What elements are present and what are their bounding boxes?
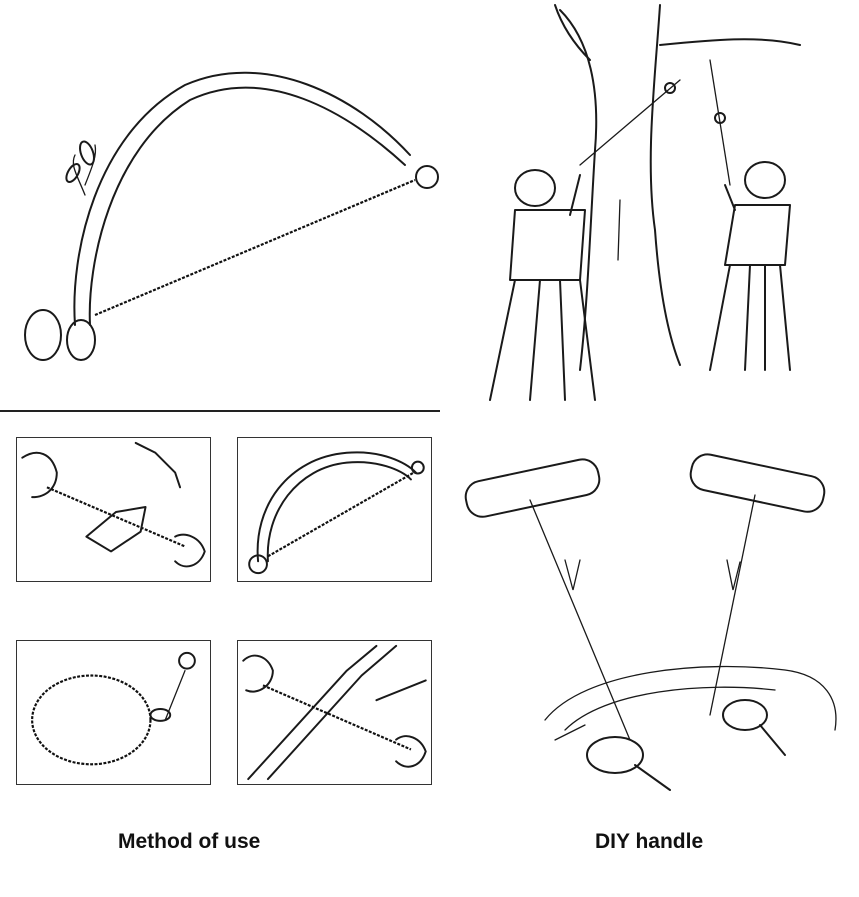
usage-step-bow-saw xyxy=(237,437,432,582)
tree-cutting-illustration xyxy=(480,0,859,410)
section-divider xyxy=(0,410,440,412)
caption-method-of-use: Method of use xyxy=(118,830,261,853)
usage-step-cut-branch xyxy=(237,640,432,785)
diy-handle-illustration xyxy=(455,440,850,800)
caption-diy-handle: DIY handle xyxy=(595,830,704,853)
usage-step-pull-wire xyxy=(16,437,211,582)
usage-step-coiled-wire xyxy=(16,640,211,785)
branch-bow-saw-illustration xyxy=(15,55,445,375)
